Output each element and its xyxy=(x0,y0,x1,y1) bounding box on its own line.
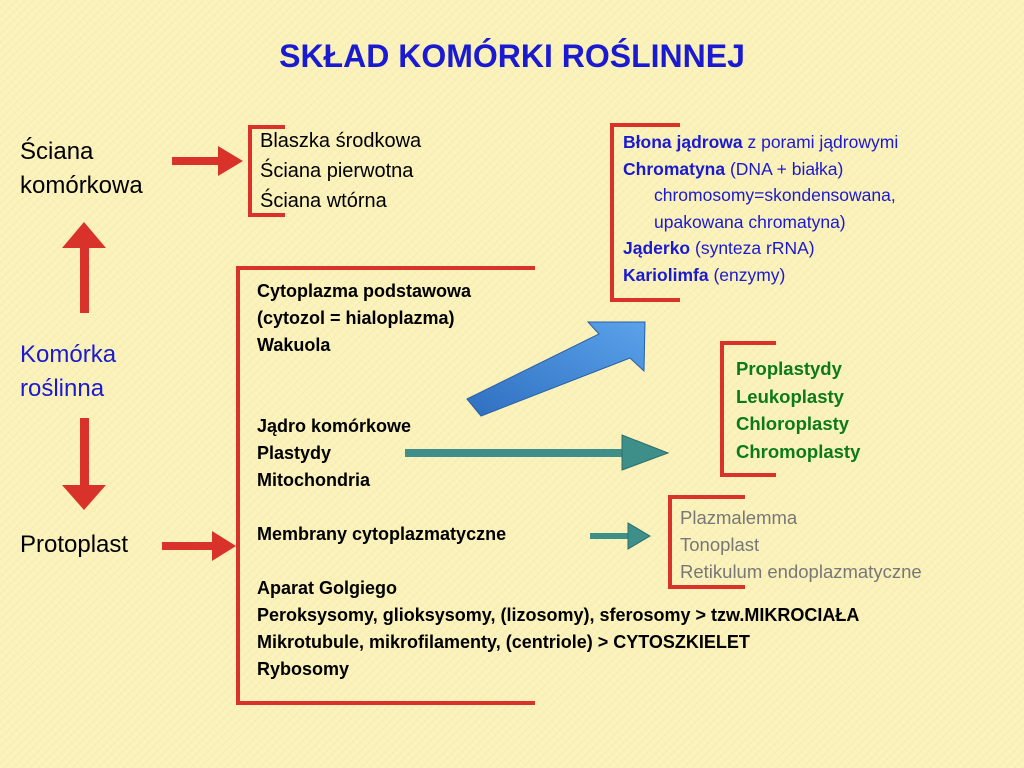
protoplast-part-item: Rybosomy xyxy=(257,659,350,679)
bracket-protoplast-parts xyxy=(236,266,535,705)
arrow-right-to-wall-layers xyxy=(172,146,243,176)
protoplast-part-item: Wakuola xyxy=(257,335,331,355)
wall-layer-item: Ściana wtórna xyxy=(260,190,387,212)
arrow-down-to-protoplast xyxy=(62,418,106,510)
protoplast-part-item: Plastydy xyxy=(257,443,332,463)
nucleus-nucleolus: Jąderko (synteza rRNA) xyxy=(623,235,898,262)
plastid-type-item: Leukoplasty xyxy=(736,385,844,407)
arrow-up-to-wall xyxy=(62,222,106,313)
protoplast-part-item: Mitochondria xyxy=(257,470,370,490)
protoplast-part-item: Peroksysomy, glioksysomy, (lizosomy), sf… xyxy=(257,605,860,625)
bracket-membranes xyxy=(668,495,745,589)
page-title: SKŁAD KOMÓRKI ROŚLINNEJ xyxy=(279,38,745,74)
arrow-plastids-to-types xyxy=(405,434,670,471)
arrow-membranes-to-types xyxy=(590,522,651,550)
protoplast-part-item: (cytozol = hialoplazma) xyxy=(257,308,455,328)
nucleus-karyolymph-desc: (enzymy) xyxy=(708,264,786,285)
protoplast-part-item: Jądro komórkowe xyxy=(257,416,412,436)
nucleus-details: Błona jądrowa z porami jądrowymi Chromat… xyxy=(623,129,898,288)
nucleus-nucleolus-desc: (synteza rRNA) xyxy=(690,238,815,258)
nucleus-chromatin-line3: upakowana chromatyna) xyxy=(654,211,846,232)
membrane-type-item: Tonoplast xyxy=(680,534,760,555)
wall-layers-list: Blaszka środkowa Ściana pierwotna Ściana… xyxy=(260,126,421,216)
arrow-right-to-protoplast-parts xyxy=(162,531,236,561)
bracket-plastids xyxy=(720,341,776,477)
label-plant-cell-line1: Komórka xyxy=(20,341,117,368)
nucleus-chromatin-term: Chromatyna xyxy=(623,158,726,179)
label-cell-wall-line2: komórkowa xyxy=(20,172,143,199)
protoplast-part-item: Membrany cytoplazmatyczne xyxy=(257,524,507,544)
plastid-type-item: Chloroplasty xyxy=(736,413,850,434)
nucleus-envelope: Błona jądrowa z porami jądrowymi xyxy=(623,129,898,156)
arrow-nucleus-to-details xyxy=(466,321,646,417)
nucleus-envelope-desc: z porami jądrowymi xyxy=(742,132,899,152)
label-cell-wall: Ściana komórkowa xyxy=(20,135,143,203)
nucleus-nucleolus-term: Jąderko xyxy=(623,238,691,258)
bracket-wall-layers xyxy=(248,125,285,217)
nucleus-karyolymph: Kariolimfa (enzymy) xyxy=(623,262,898,289)
protoplast-part-item: Mikrotubule, mikrofilamenty, (centriole)… xyxy=(257,632,750,652)
label-plant-cell: Komórka roślinna xyxy=(20,338,116,406)
label-plant-cell-line2: roślinna xyxy=(20,375,105,402)
membrane-type-item: Retikulum endoplazmatyczne xyxy=(680,561,922,582)
nucleus-karyolymph-term: Kariolimfa xyxy=(623,264,709,285)
protoplast-part-item: Cytoplazma podstawowa xyxy=(257,281,472,301)
plastid-type-item: Proplastydy xyxy=(736,358,842,379)
wall-layer-item: Blaszka środkowa xyxy=(260,130,422,152)
nucleus-chromatin-desc: (DNA + białka) xyxy=(725,158,844,179)
label-cell-wall-line1: Ściana xyxy=(20,138,94,165)
protoplast-part-item: Aparat Golgiego xyxy=(257,578,398,598)
wall-layer-item: Ściana pierwotna xyxy=(260,160,414,182)
plastid-types-list: Proplastydy Leukoplasty Chloroplasty Chr… xyxy=(736,355,860,465)
protoplast-parts-list: Cytoplazma podstawowa (cytozol = hialopl… xyxy=(257,278,859,683)
membrane-types-list: Plazmalemma Tonoplast Retikulum endoplaz… xyxy=(680,504,922,585)
nucleus-chromatin: Chromatyna (DNA + białka) xyxy=(623,156,898,183)
nucleus-chromatin-line2: chromosomy=skondensowana, xyxy=(654,185,896,205)
label-protoplast: Protoplast xyxy=(20,531,129,558)
nucleus-envelope-term: Błona jądrowa xyxy=(623,132,743,152)
plastid-type-item: Chromoplasty xyxy=(736,440,861,462)
membrane-type-item: Plazmalemma xyxy=(680,507,798,528)
bracket-nucleus xyxy=(610,123,680,302)
